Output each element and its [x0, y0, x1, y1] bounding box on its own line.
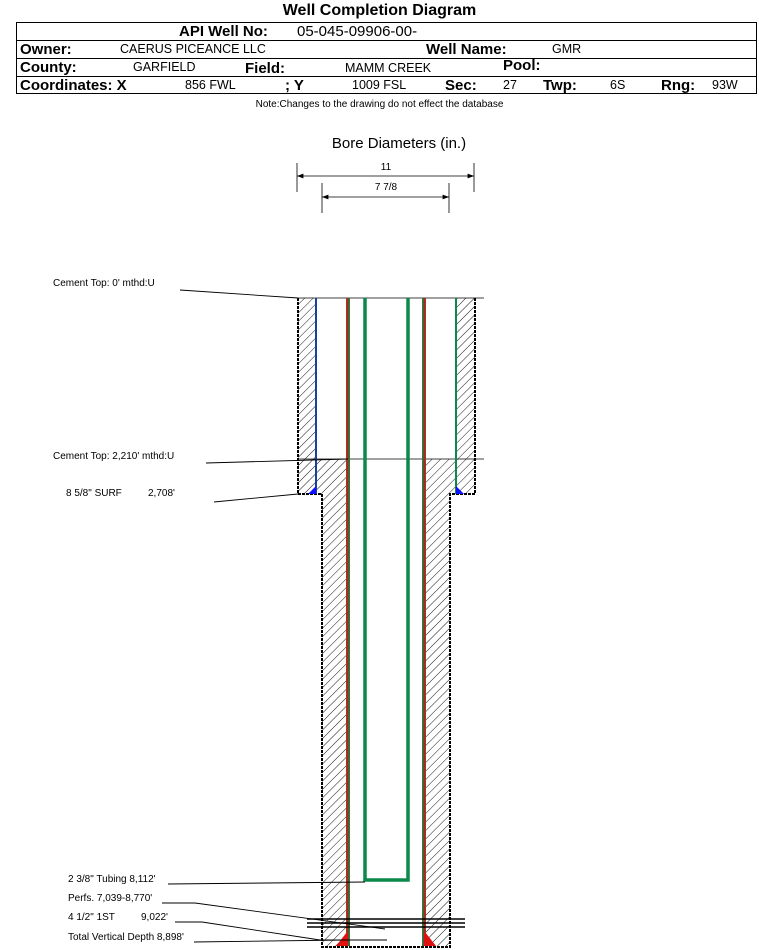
api-label: API Well No:	[179, 23, 268, 40]
owner-row: Owner: CAERUS PICEANCE LLC Well Name: GM…	[17, 41, 756, 59]
cement	[298, 298, 475, 946]
well-name-label: Well Name:	[426, 41, 507, 58]
well-name-value: GMR	[552, 42, 582, 56]
coordinates-row: Coordinates: X 856 FWL ; Y 1009 FSL Sec:…	[17, 77, 756, 95]
production-casing-depth: 9,022'	[141, 912, 168, 923]
coord-x-label: Coordinates: X	[20, 77, 127, 94]
page-title: Well Completion Diagram	[282, 2, 477, 19]
county-row: County: GARFIELD Field: MAMM CREEK Pool:	[17, 57, 756, 77]
owner-label: Owner:	[20, 41, 72, 58]
twp-label: Twp:	[543, 77, 577, 94]
total-depth-label: Total Vertical Depth 8,898'	[68, 932, 184, 943]
rng-value: 93W	[712, 78, 738, 92]
pool-label: Pool:	[503, 57, 541, 74]
field-value: MAMM CREEK	[345, 61, 432, 75]
leader-lines	[162, 458, 387, 943]
coord-x-value: 856 FWL	[185, 78, 236, 92]
field-label: Field:	[245, 60, 285, 77]
rng-label: Rng:	[661, 77, 696, 94]
surface-casing-label: 8 5/8" SURF	[66, 488, 122, 499]
owner-value: CAERUS PICEANCE LLC	[120, 42, 266, 56]
dimension-outer: 11	[296, 162, 475, 192]
tubing-label: 2 3/8" Tubing 8,112'	[68, 874, 156, 885]
sec-value: 27	[503, 78, 517, 92]
sec-label: Sec:	[445, 77, 477, 94]
production-casing-label: 4 1/2" 1ST	[68, 912, 115, 923]
cement-top-production-label: Cement Top: 2,210' mthd:U	[53, 451, 174, 462]
dimension-inner: 7 7/8	[321, 182, 450, 213]
perforations-label: Perfs. 7,039-8,770'	[68, 893, 152, 904]
inner-diameter-label: 7 7/8	[375, 182, 398, 193]
perforations	[307, 918, 465, 928]
api-value: 05-045-09906-00-	[297, 23, 418, 40]
tubing	[363, 298, 410, 882]
api-row: API Well No: 05-045-09906-00-	[17, 23, 756, 41]
outer-diameter-label: 11	[381, 162, 392, 173]
county-value: GARFIELD	[133, 60, 196, 74]
production-casing	[336, 298, 436, 946]
well-info-header: API Well No: 05-045-09906-00- Owner: CAE…	[16, 22, 757, 94]
bore-diameters-title: Bore Diameters (in.)	[332, 135, 466, 152]
county-label: County:	[20, 59, 77, 76]
surface-casing-depth: 2,708'	[148, 488, 175, 499]
borehole-wall	[297, 298, 476, 948]
coord-y-value: 1009 FSL	[352, 78, 407, 92]
cement-top-surface-label: Cement Top: 0' mthd:U	[53, 278, 155, 289]
surface-casing	[308, 298, 464, 494]
coord-y-label: ; Y	[285, 77, 304, 94]
twp-value: 6S	[610, 78, 626, 92]
note-text: Note:Changes to the drawing do not effec…	[255, 99, 504, 110]
